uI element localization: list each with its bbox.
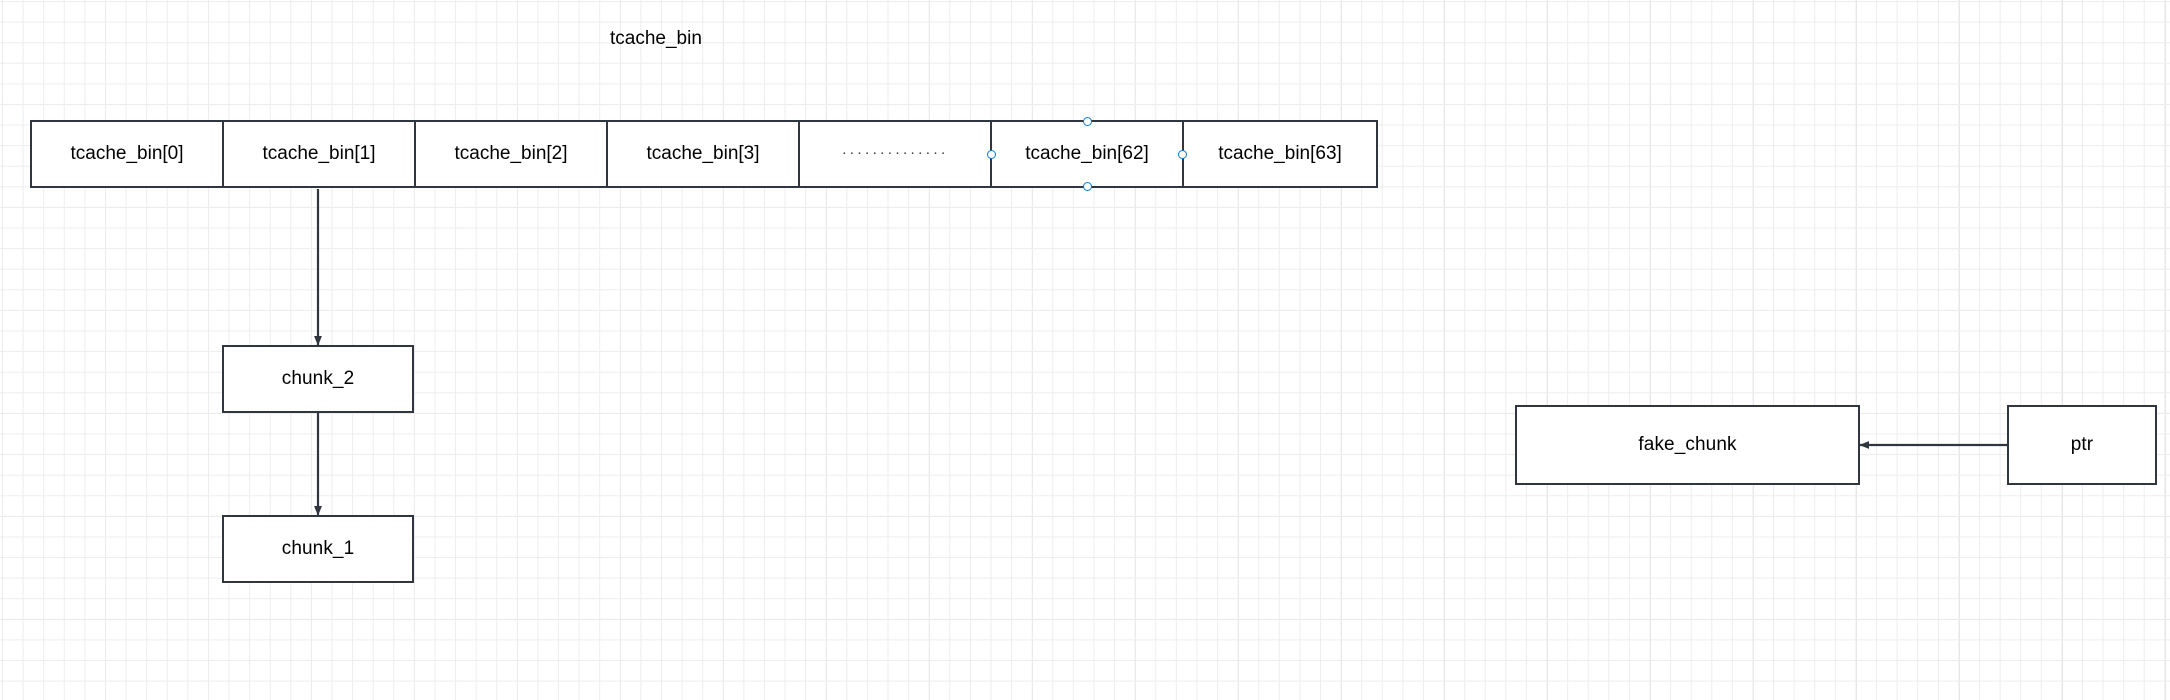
- bin-cell-label: tcache_bin[1]: [262, 143, 376, 164]
- bin-cell-label: tcache_bin[2]: [454, 143, 568, 164]
- bin-cell-63[interactable]: tcache_bin[63]: [1184, 122, 1376, 186]
- node-label: chunk_2: [281, 367, 355, 389]
- selection-handle-top-icon[interactable]: [1082, 117, 1092, 126]
- ellipsis-label: ··············: [841, 143, 949, 161]
- node-label: chunk_1: [281, 537, 355, 559]
- bin-cell-label: tcache_bin[0]: [70, 143, 184, 164]
- tcache-bin-array[interactable]: tcache_bin[0] tcache_bin[1] tcache_bin[2…: [30, 117, 1378, 191]
- bin-cell-3[interactable]: tcache_bin[3]: [608, 122, 800, 186]
- node-chunk-1[interactable]: chunk_1: [222, 515, 414, 583]
- selection-handle-left-icon[interactable]: [987, 149, 996, 159]
- bin-cell-0[interactable]: tcache_bin[0]: [32, 122, 224, 186]
- bin-cell-62[interactable]: tcache_bin[62]: [987, 117, 1187, 191]
- node-label: fake_chunk: [1638, 433, 1737, 455]
- bin-cell-label: tcache_bin[3]: [646, 143, 760, 164]
- node-chunk-2[interactable]: chunk_2: [222, 345, 414, 413]
- bin-cell-1[interactable]: tcache_bin[1]: [224, 122, 416, 186]
- page-title: tcache_bin: [610, 28, 702, 49]
- bin-cell-2[interactable]: tcache_bin[2]: [416, 122, 608, 186]
- bin-cell-label: tcache_bin[62]: [1025, 143, 1149, 164]
- node-ptr[interactable]: ptr: [2007, 405, 2157, 485]
- bin-cell-label: tcache_bin[63]: [1218, 143, 1342, 164]
- selection-handle-right-icon[interactable]: [1178, 149, 1187, 159]
- selection-handle-bottom-icon[interactable]: [1082, 182, 1092, 191]
- bin-cell-ellipsis[interactable]: ··············: [800, 122, 992, 186]
- node-fake-chunk[interactable]: fake_chunk: [1515, 405, 1860, 485]
- node-label: ptr: [2070, 433, 2094, 455]
